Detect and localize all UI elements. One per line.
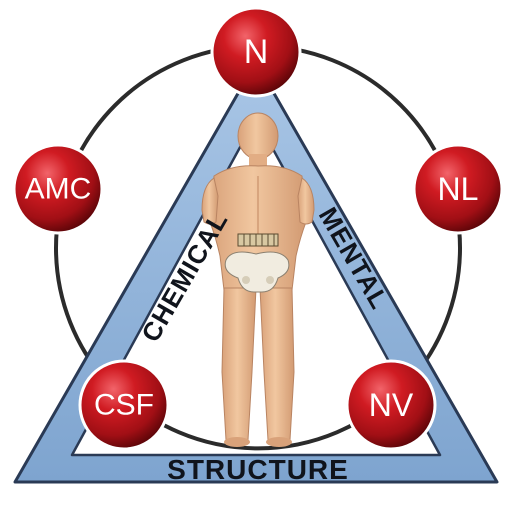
node-lower-left: CSF: [78, 359, 170, 451]
node-top-label: N: [244, 33, 269, 71]
node-lower-right: NV: [345, 359, 437, 451]
pelvis: [224, 251, 290, 293]
node-top: N: [210, 6, 302, 98]
node-upper-right: NL: [412, 143, 504, 235]
node-lower-right-label: NV: [369, 387, 414, 423]
side-label-structure: STRUCTURE: [167, 454, 349, 485]
node-upper-left: AMC: [12, 143, 104, 235]
node-upper-left-label: AMC: [25, 173, 92, 206]
node-upper-right-label: NL: [438, 171, 479, 207]
node-lower-left-label: CSF: [94, 389, 154, 422]
lumbar-spine: [237, 233, 279, 247]
